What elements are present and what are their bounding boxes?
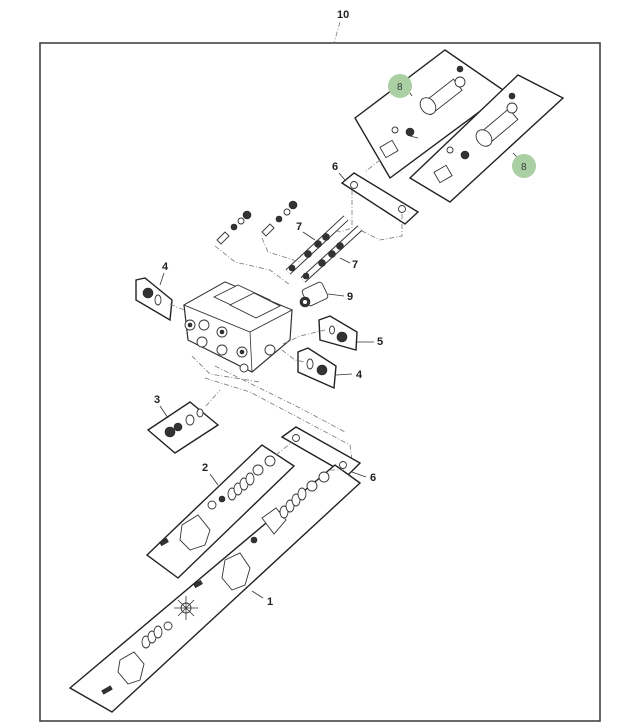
spool-left[interactable] — [285, 215, 349, 275]
plug-kit-4-right[interactable] — [297, 347, 337, 390]
gasket-upper[interactable] — [340, 172, 420, 225]
callout-7-b[interactable]: 7 — [352, 259, 358, 271]
fitting-9[interactable] — [299, 281, 329, 308]
spring — [279, 487, 307, 519]
assembly-frame — [39, 42, 601, 722]
solenoid-part — [433, 92, 519, 184]
spool-right[interactable] — [300, 225, 363, 283]
solenoid-part — [379, 65, 466, 159]
callout-4-right[interactable]: 4 — [356, 369, 363, 381]
check-valve-left[interactable] — [216, 210, 252, 245]
kit-8-lower[interactable] — [408, 74, 565, 203]
spring — [141, 625, 163, 649]
callout-8-highlight-lower — [512, 154, 536, 178]
callout-8-highlight-upper — [388, 74, 412, 98]
callout-4-left[interactable]: 4 — [162, 261, 169, 273]
callout-2[interactable]: 2 — [202, 462, 208, 474]
kit-8-upper[interactable] — [354, 49, 508, 180]
callout-8-upper[interactable]: 8 — [397, 82, 403, 93]
valve-kit-1[interactable] — [68, 464, 362, 713]
valve-body[interactable] — [182, 281, 294, 373]
callout-6-lower[interactable]: 6 — [370, 472, 376, 484]
valve-kit-2[interactable] — [145, 444, 296, 579]
plug-kit-3[interactable] — [146, 401, 220, 454]
callout-5[interactable]: 5 — [377, 336, 383, 348]
callout-6-upper[interactable]: 6 — [332, 161, 338, 173]
callout-8-lower[interactable]: 8 — [521, 162, 527, 173]
callout-7-a[interactable]: 7 — [296, 221, 302, 233]
gasket-lower[interactable] — [280, 426, 362, 476]
callout-1[interactable]: 1 — [267, 596, 273, 608]
plug-kit-4-left[interactable] — [135, 277, 173, 322]
callout-9[interactable]: 9 — [347, 291, 353, 303]
callout-3[interactable]: 3 — [154, 394, 160, 406]
check-valve-right[interactable] — [261, 200, 298, 237]
callout-10[interactable]: 10 — [337, 9, 349, 21]
star-washer — [174, 596, 198, 620]
plug-kit-5[interactable] — [318, 315, 358, 351]
spring — [227, 472, 255, 501]
leader-10 — [333, 21, 341, 44]
